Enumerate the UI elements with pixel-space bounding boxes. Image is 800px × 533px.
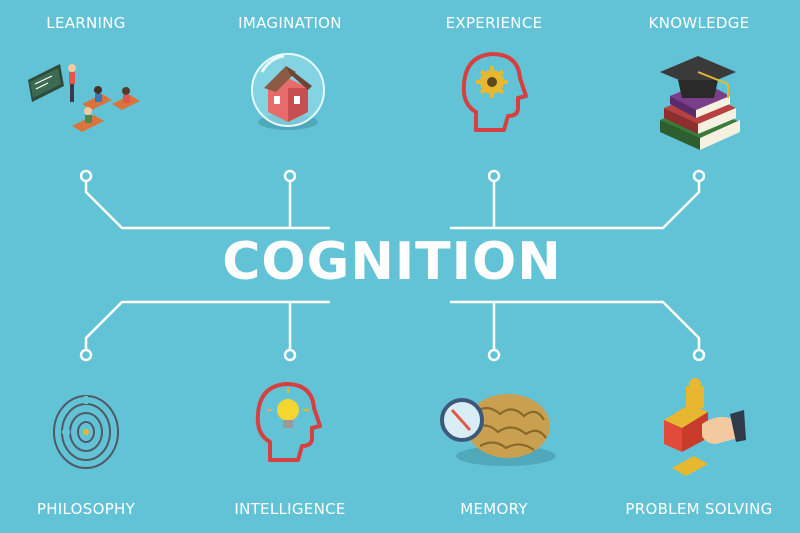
node-experience [487,169,501,183]
connector-philosophy [84,300,330,354]
node-learning [79,169,93,183]
connector-learning [84,176,330,230]
brain-icon [440,394,556,466]
node-philosophy [79,348,93,362]
label-intelligence: INTELLIGENCE [234,500,346,518]
node-knowledge [692,169,706,183]
label-experience: EXPERIENCE [445,14,543,32]
head-with-lightbulb-icon [255,382,322,462]
label-imagination: IMAGINATION [238,14,342,32]
house-in-bubble-icon [251,53,325,130]
label-problem-solving: PROBLEM SOLVING [625,500,773,518]
node-memory [487,348,501,362]
diagram-title: COGNITION [222,232,562,292]
puzzle-pieces-icon [664,378,746,476]
label-memory: MEMORY [460,500,528,518]
head-with-gear-icon [461,52,528,132]
label-knowledge: KNOWLEDGE [648,14,750,32]
books-with-graduation-cap-icon [660,56,740,150]
label-learning: LEARNING [46,14,126,32]
node-imagination [283,169,297,183]
node-problem-solving [692,348,706,362]
node-intelligence [283,348,297,362]
connector-problem-solving [450,300,701,354]
label-philosophy: PHILOSOPHY [36,500,136,518]
labyrinth-icon [53,395,119,469]
connector-knowledge [450,176,701,230]
classroom-icon [28,64,140,132]
